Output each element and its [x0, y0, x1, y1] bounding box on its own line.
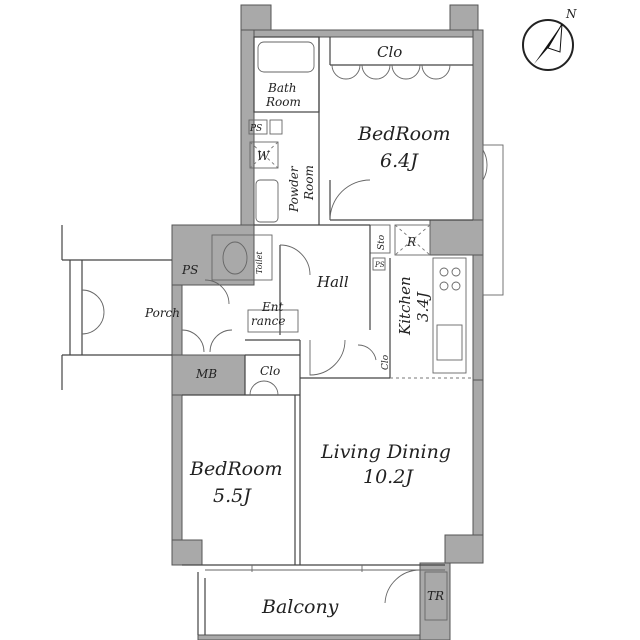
- interior-lines: [61, 36, 504, 635]
- porch-label: Porch: [144, 306, 180, 320]
- compass-icon: N: [522, 7, 577, 71]
- balcony-label: Balcony: [261, 596, 339, 618]
- living-dining-size: 10.2J: [363, 466, 414, 488]
- bedroom-left-size: 5.5J: [213, 485, 252, 507]
- bath-room-label-line1: Bath: [267, 81, 297, 95]
- entrance-label-line2: rance: [251, 314, 285, 328]
- hall-label: Hall: [316, 273, 349, 291]
- bedroom-top-name: BedRoom: [357, 123, 451, 145]
- powder-room-label-line2: Room: [302, 165, 316, 201]
- room-labels: Clo Bath Room PS W Powder Room BedRoom 6…: [144, 43, 451, 618]
- bath-room-label-line2: Room: [265, 95, 301, 109]
- closet-small-label: Clo: [381, 354, 391, 370]
- bedroom-top-size: 6.4J: [380, 150, 419, 172]
- toilet-label: Toilet: [255, 251, 264, 274]
- mb-label: MB: [195, 367, 217, 381]
- walls: [171, 4, 484, 640]
- ps-top-label: PS: [249, 124, 262, 134]
- living-dining-name: Living Dining: [320, 441, 451, 463]
- kitchen-label: Kitchen: [396, 276, 414, 336]
- kitchen-size: 3.4J: [414, 291, 432, 322]
- closet-top-label: Clo: [377, 43, 402, 61]
- bedroom-left-name: BedRoom: [189, 458, 283, 480]
- ps-small-label: PS: [374, 261, 385, 269]
- trunk-room-label: TR: [427, 589, 444, 603]
- w-label: W: [257, 149, 271, 163]
- compass-north-label: N: [565, 7, 577, 21]
- closet-mid-label: Clo: [260, 364, 280, 378]
- ps-left-label: PS: [181, 263, 198, 277]
- storage-label: Sto: [377, 234, 387, 250]
- powder-room-label-line1: Powder: [287, 165, 301, 213]
- entrance-label-line1: Ent: [261, 300, 283, 314]
- refrigerator-label: R: [406, 235, 416, 249]
